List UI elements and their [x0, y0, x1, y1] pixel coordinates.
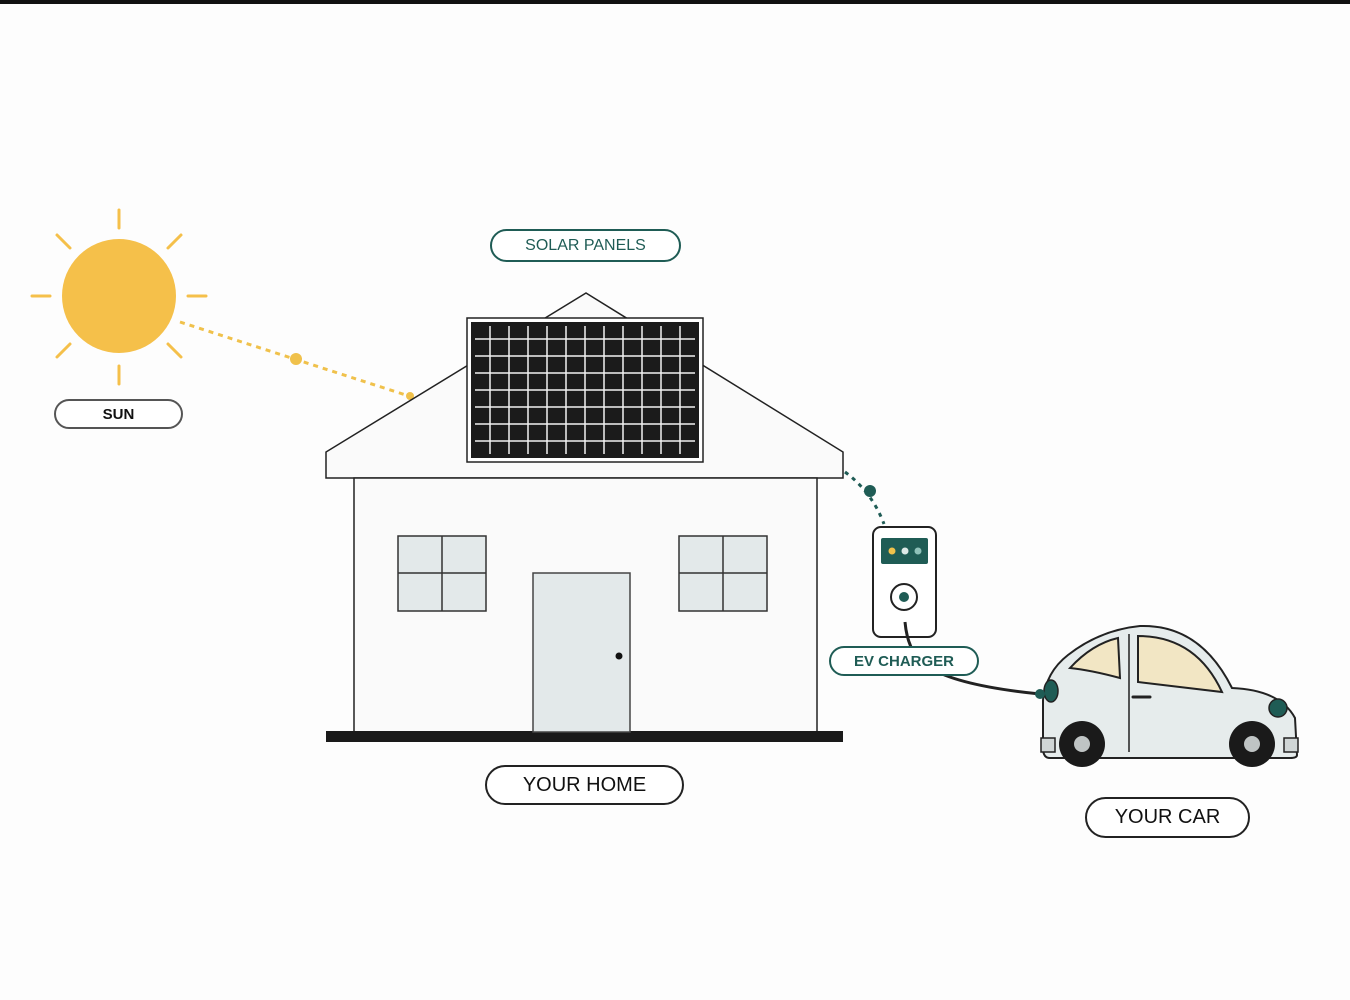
car-headlight [1043, 679, 1059, 703]
car-wheel [1059, 721, 1105, 767]
car-wheel [1229, 721, 1275, 767]
front-door [532, 572, 631, 733]
sun-disc [62, 239, 176, 353]
ev-charger-label: EV CHARGER [829, 646, 979, 676]
ground-line [326, 731, 843, 742]
car-bumper [1283, 737, 1299, 753]
car-bumper [1040, 737, 1056, 753]
car-taillight [1268, 698, 1288, 718]
sun-icon [30, 208, 208, 386]
sun-label: SUN [54, 399, 183, 429]
car-window [1067, 636, 1122, 680]
car-illustration [1035, 624, 1299, 767]
energy-dot [406, 392, 414, 400]
status-light [914, 547, 922, 555]
sun-energy-flow [179, 320, 414, 400]
sun-rays [30, 208, 208, 386]
your-home-label: YOUR HOME [485, 765, 684, 805]
window-left [397, 535, 487, 612]
car-window [1137, 634, 1224, 694]
energy-dot [864, 485, 876, 497]
door-knob [615, 652, 623, 660]
your-car-label: YOUR CAR [1085, 797, 1250, 838]
ev-charger-icon [872, 526, 937, 638]
top-border [0, 0, 1350, 4]
status-light [888, 547, 896, 555]
window-right [678, 535, 768, 612]
solar-panel-icon [466, 317, 704, 463]
solar-panels-label: SOLAR PANELS [490, 229, 681, 262]
status-light [901, 547, 909, 555]
charger-energy-flow [844, 470, 886, 525]
energy-dot [290, 353, 302, 365]
charging-port [1035, 689, 1045, 699]
